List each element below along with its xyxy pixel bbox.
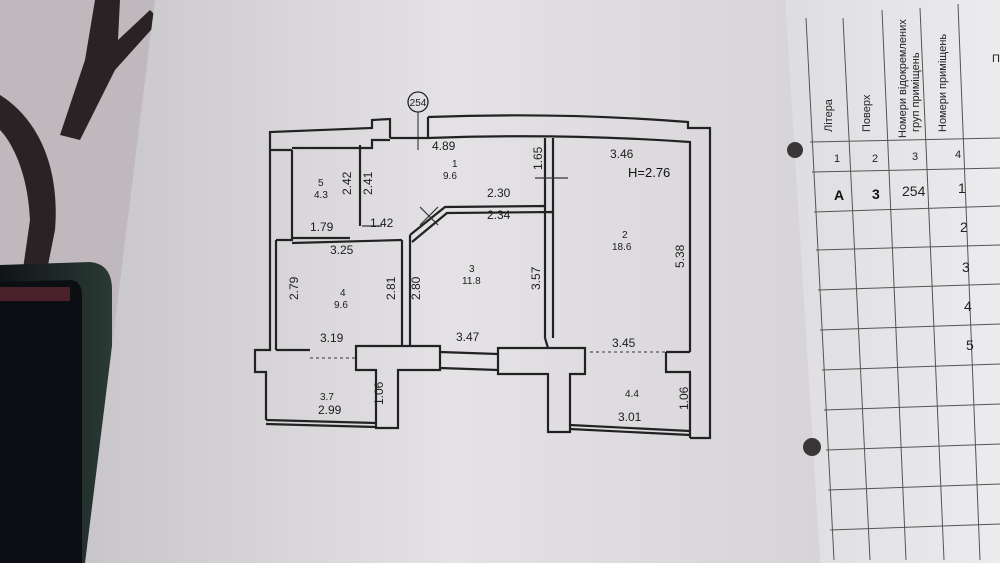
header-rooms: Номери приміщень	[937, 34, 949, 132]
room-2-number: 2	[622, 230, 628, 241]
cell-room-5: 5	[966, 337, 974, 353]
dim-balcony-left-width: 2.99	[318, 403, 342, 417]
cell-room-2: 2	[960, 219, 968, 235]
table-card	[785, 0, 1000, 563]
header-poverkh: Поверх	[861, 94, 873, 132]
room-4-number: 4	[340, 288, 346, 299]
cell-litera: А	[834, 187, 844, 203]
dim-room4-bottom: 3.19	[320, 331, 344, 345]
colnum-1: 1	[834, 153, 840, 165]
balcony-left-area: 3.7	[320, 392, 334, 403]
tree-pattern-branch	[60, 0, 160, 140]
dim-room4-top: 3.25	[330, 243, 354, 257]
punch-hole	[787, 142, 803, 158]
dim-balcony-right-width: 3.01	[618, 410, 642, 424]
cell-group: 254	[902, 183, 926, 199]
dim-top-room2: 3.46	[610, 147, 634, 161]
dim-room4-left: 2.79	[287, 276, 301, 300]
table-grid	[805, 3, 1000, 561]
cell-room-3: 3	[962, 259, 970, 275]
dim-corridor-2-30: 2.30	[487, 186, 511, 200]
room-4-area: 9.6	[334, 300, 348, 311]
punch-hole	[803, 438, 821, 456]
height-label: H=2.76	[628, 165, 670, 180]
header-litera: Літера	[823, 98, 835, 132]
dim-room3-bottom: 3.47	[456, 330, 480, 344]
phone-screen-status	[0, 287, 70, 301]
dashed-lines	[310, 351, 666, 359]
paper-sheet	[85, 0, 820, 563]
room-1-area: 9.6	[443, 171, 457, 182]
tree-pattern	[0, 95, 56, 290]
door-swing	[362, 177, 568, 227]
room-3-number: 3	[469, 264, 475, 275]
colnum-3: 3	[912, 151, 918, 163]
cell-floor: 3	[872, 186, 880, 202]
room-2-area: 18.6	[612, 242, 632, 253]
colnum-2: 2	[872, 153, 878, 165]
dim-room4-right: 2.81	[384, 276, 398, 300]
dim-vertical-1-65: 1.65	[531, 146, 545, 170]
balcony-right-area: 4.4	[625, 389, 639, 400]
dim-room3-right: 3.57	[529, 266, 543, 290]
dim-room2-bottom: 3.45	[612, 336, 636, 350]
room-5-area: 4.3	[314, 190, 328, 201]
dim-balcony-right-depth: 1.06	[677, 386, 691, 410]
colnum-4: 4	[955, 149, 961, 161]
cell-room-1: 1	[958, 180, 966, 196]
dim-corridor-1-42: 1.42	[370, 216, 394, 230]
room-1-number: 1	[452, 159, 458, 170]
dim-room3-left: 2.80	[409, 276, 423, 300]
dim-balcony-left-depth: 1.06	[372, 381, 386, 405]
header-cut: П	[992, 53, 1000, 65]
cell-room-4: 4	[964, 298, 972, 314]
dim-room2-height: 5.38	[673, 244, 687, 268]
dim-room5-bottom: 1.79	[310, 220, 334, 234]
room-5-number: 5	[318, 178, 324, 189]
header-groups-line2: груп приміщень	[910, 52, 922, 132]
dim-room5-height-b: 2.41	[361, 171, 375, 195]
dim-room3-top: 2.34	[487, 208, 511, 222]
dim-top-corridor: 4.89	[432, 139, 456, 153]
phone-screen	[0, 280, 82, 563]
walls	[253, 114, 712, 440]
header-groups-line1: Номери відокремлених	[897, 19, 909, 138]
room-3-area: 11.8	[462, 276, 481, 287]
dim-room5-height-a: 2.42	[340, 171, 354, 195]
section-number: 254	[410, 98, 427, 109]
